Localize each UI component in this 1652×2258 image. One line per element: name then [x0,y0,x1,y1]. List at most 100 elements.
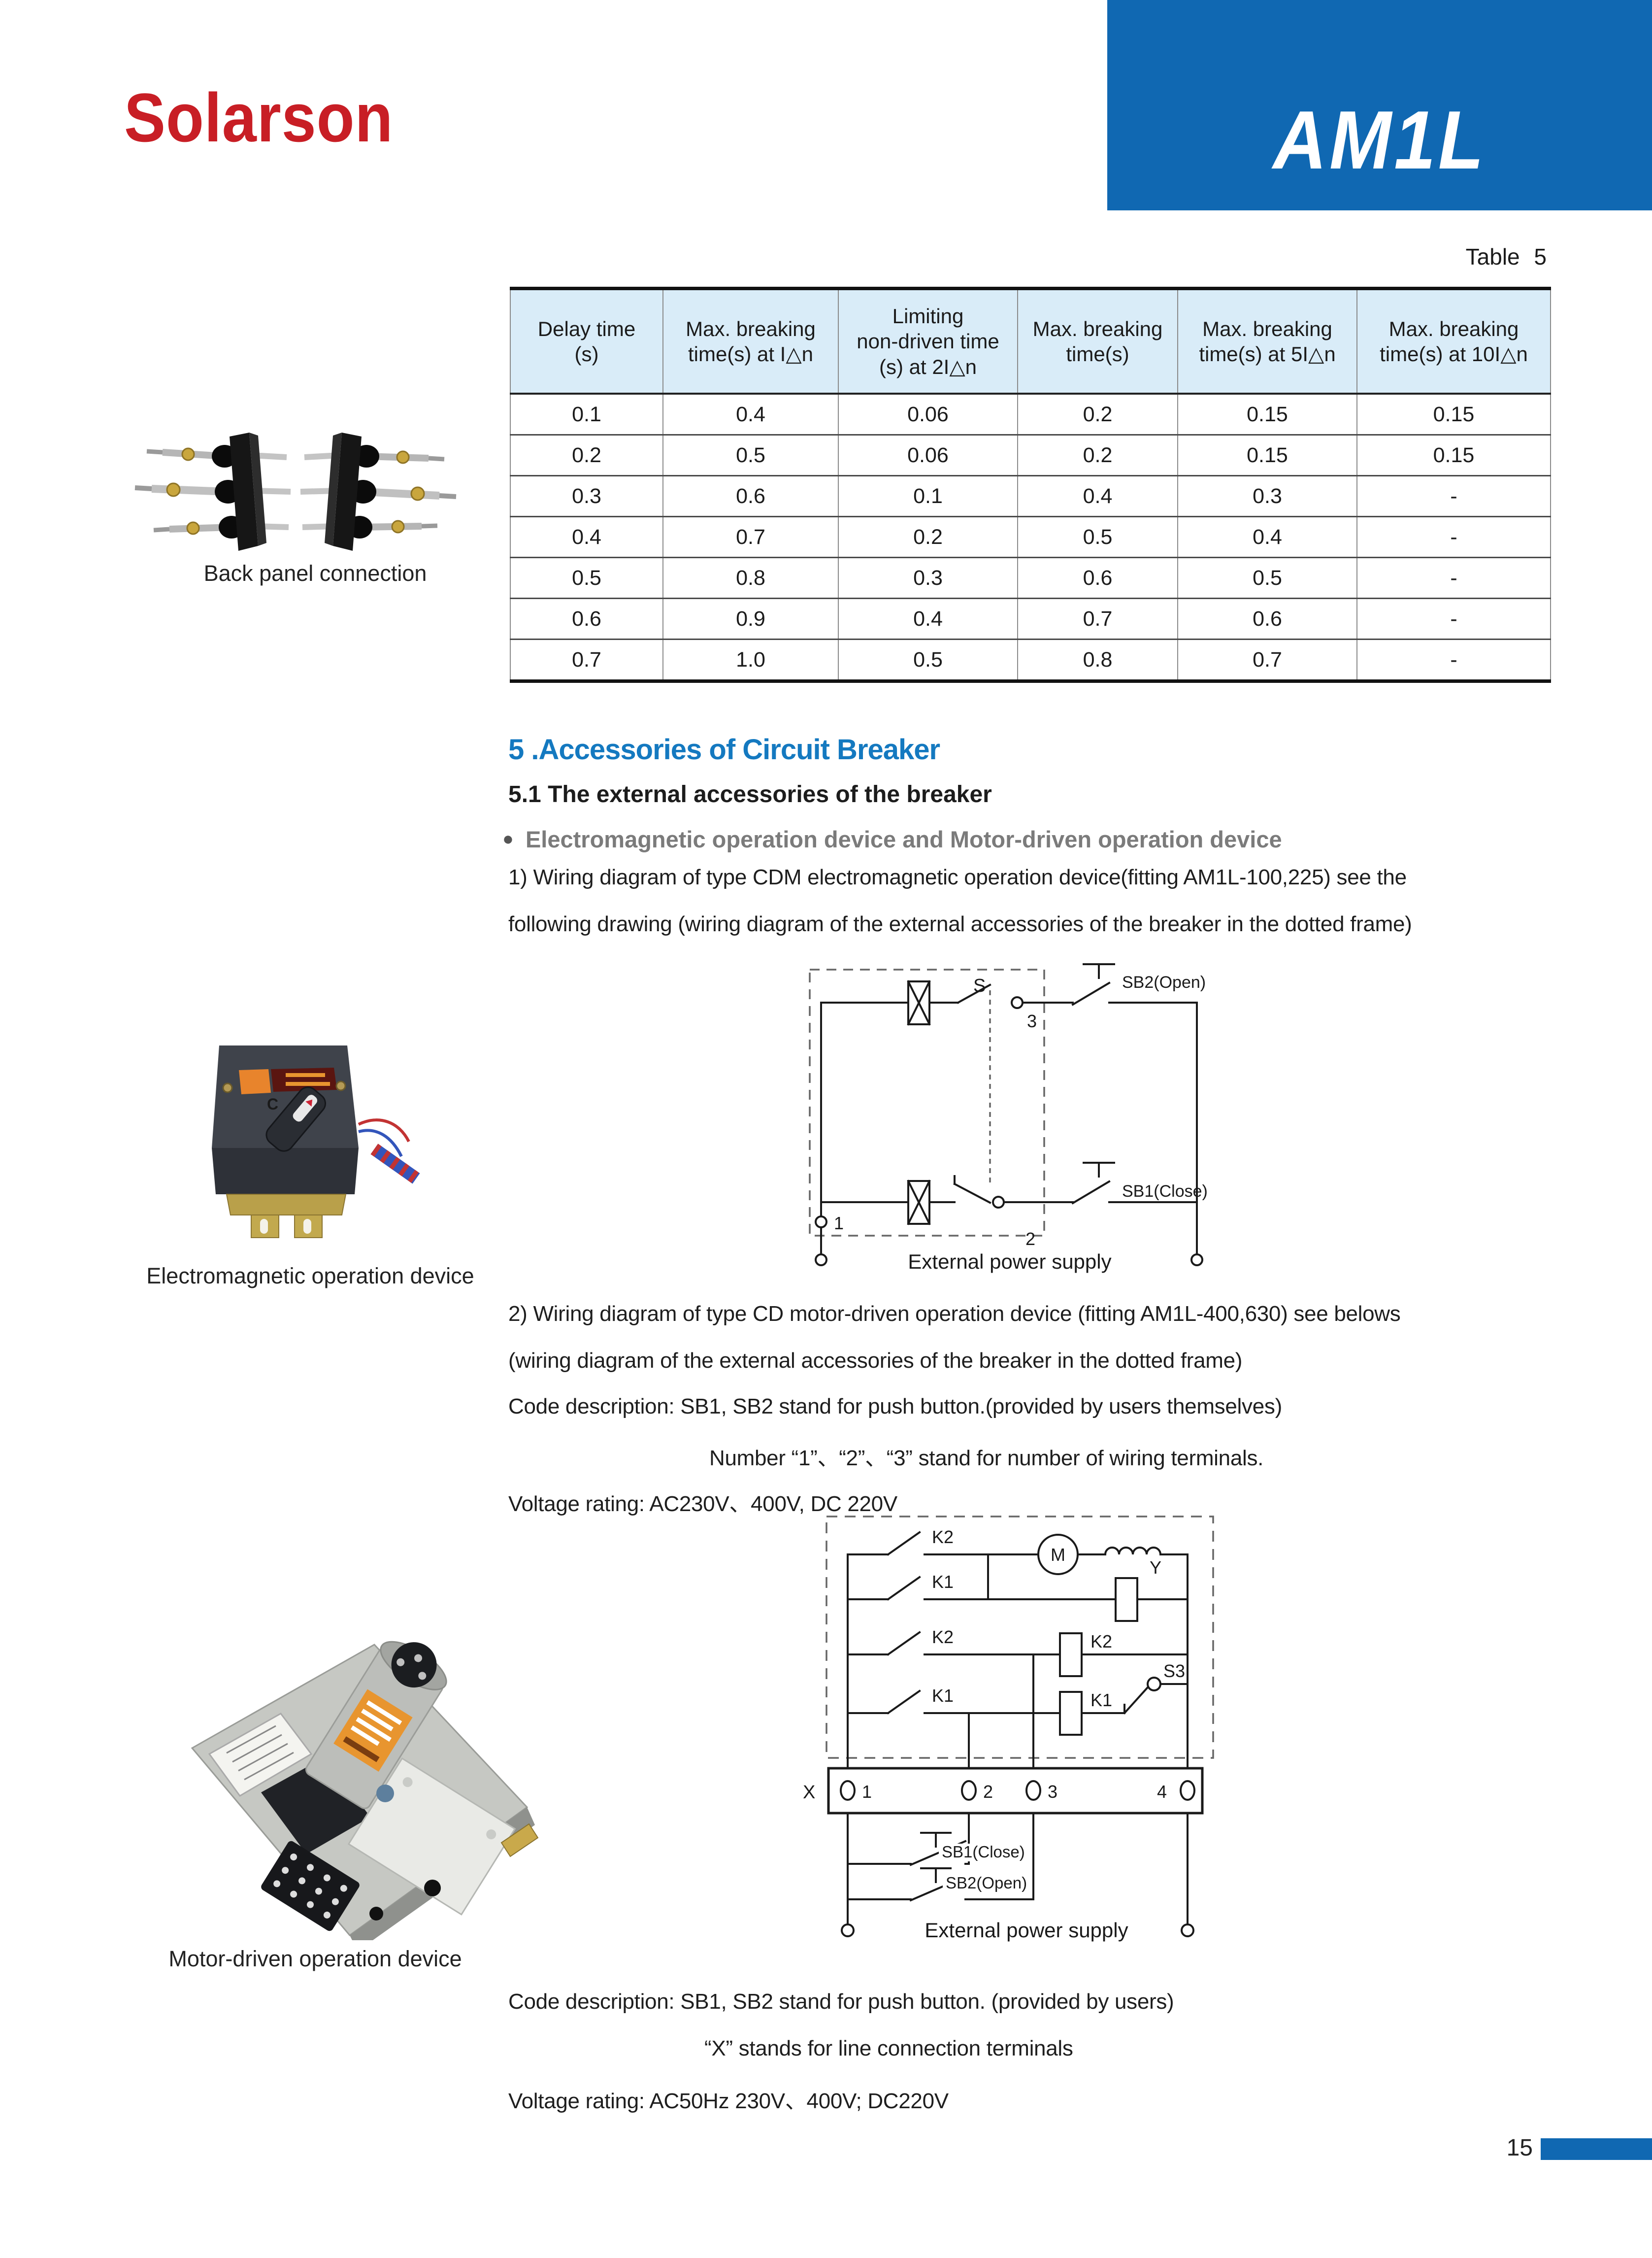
label-2: 2 [1025,1229,1035,1249]
switch-blade [887,1531,921,1556]
motor-cylinder [305,1641,447,1809]
cell: 1.0 [662,639,839,683]
label-k2: K2 [932,1527,954,1547]
terminal-1 [840,1780,856,1801]
supply-terminal [1190,1253,1203,1266]
label-sb2: SB2(Open) [1122,973,1206,992]
supply-terminal [815,1253,827,1266]
paragraph-line: Code description: SB1, SB2 stand for pus… [508,1989,1174,2014]
label-k1: K1 [932,1685,954,1706]
red-wire [358,1118,410,1143]
label-t2: 2 [983,1782,993,1802]
switch-blade [887,1689,921,1715]
cell: 0.3 [838,557,1018,599]
cell: 0.7 [510,639,663,683]
switch-blade [887,1576,921,1601]
col-header: Max. breaking time(s) at 10I△n [1356,287,1551,395]
cell: 0.1 [838,475,1018,517]
cell: 0.2 [1017,394,1178,436]
diagram1-caption: External power supply [908,1250,1111,1273]
label-k2: K2 [932,1627,954,1647]
cell: 0.3 [510,475,663,517]
diagram2-caption: External power supply [925,1919,1128,1942]
bullet-line: ● Electromagnetic operation device and M… [502,826,1282,853]
cell: 0.6 [510,598,663,640]
screw [222,1082,233,1093]
cell: 0.7 [662,516,839,558]
electromagnetic-caption: Electromagnetic operation device [146,1263,474,1288]
cell: 0.7 [1177,639,1357,683]
label-s: S [973,976,986,996]
sb1-blade [1071,1180,1111,1205]
label-sb1: SB1(Close) [942,1843,1025,1861]
cell: 0.5 [838,639,1018,683]
label-x: X [803,1782,815,1803]
electromagnetic-photo: C I [212,1045,420,1238]
cell: 0.15 [1356,394,1551,436]
paragraph-line: Voltage rating: AC50Hz 230V、400V; DC220V [508,2089,949,2113]
cell: 0.2 [510,435,663,476]
cell: 0.4 [510,516,663,558]
connector-right [300,433,457,551]
cell: 0.5 [1017,516,1178,558]
back-panel-photo [134,433,457,551]
section-title: 5 .Accessories of Circuit Breaker [508,734,940,766]
terminal-1 [815,1215,827,1228]
cell: 0.5 [662,435,839,476]
paragraph-line: Code description: SB1, SB2 stand for pus… [508,1394,1282,1418]
wiring-diagram-motor: K2 K1 K2 K1 M Y K2 K1 S3 X 1 2 3 4 SB1(C… [803,1516,1214,1942]
hole [369,1907,383,1921]
label-1: 1 [834,1213,844,1233]
label-coil-k2: K2 [1090,1631,1112,1651]
connector-left [134,433,291,551]
col-header: Max. breaking time(s) [1017,287,1178,395]
motor-caption: Motor-driven operation device [168,1946,462,1971]
paragraph-line: following drawing (wiring diagram of the… [508,912,1412,936]
cell: 0.2 [1017,435,1178,476]
terminal-block [261,1841,360,1931]
paragraph-line: 1) Wiring diagram of type CDM electromag… [508,865,1407,889]
inductor [1104,1547,1162,1556]
device-front [212,1148,359,1194]
orange-label [239,1069,271,1094]
cell: 0.06 [838,394,1018,436]
brand-logo: Solarson [124,79,394,156]
switch-blade [953,1182,991,1204]
cell: 0.5 [1177,557,1357,599]
screw [335,1080,346,1091]
label-y: Y [1150,1557,1161,1578]
gold-bracket [500,1823,539,1857]
cell: 0.9 [662,598,839,640]
footer-bar [1541,2138,1652,2160]
svg-text:C: C [267,1095,278,1113]
sb2-blade [1071,981,1111,1006]
table-label: Table 5 [1465,244,1547,270]
page-number: 15 [1506,2135,1533,2161]
paragraph-line: Number “1”、“2”、“3” stand for number of w… [709,1446,1264,1470]
cell: 0.6 [1177,598,1357,640]
cell: 0.15 [1177,394,1357,436]
cell: 0.6 [662,475,839,517]
label-s3: S3 [1163,1661,1185,1681]
label-coil-k1: K1 [1090,1690,1112,1710]
s3-contact [1147,1677,1161,1691]
product-banner: AM1L [1107,0,1652,210]
col-header: Limiting non-driven time (s) at 2I△n [838,287,1018,395]
col-header: Max. breaking time(s) at I△n [662,287,839,395]
cell: 0.1 [510,394,663,436]
label-t1: 1 [862,1782,872,1802]
paragraph-line: Voltage rating: AC230V、400V, DC 220V [508,1492,897,1516]
dotted-frame [826,1516,1214,1759]
s3-blade [1123,1686,1149,1715]
delay-time-table: Delay time (s) Max. breaking time(s) at … [510,287,1551,683]
cell: 0.4 [662,394,839,436]
cell: 0.4 [1177,516,1357,558]
label-t4: 4 [1157,1782,1167,1802]
cell: 0.3 [1177,475,1357,517]
paragraph-line: “X” stands for line connection terminals [704,2036,1073,2060]
relay-coil-k2 [1059,1632,1083,1677]
